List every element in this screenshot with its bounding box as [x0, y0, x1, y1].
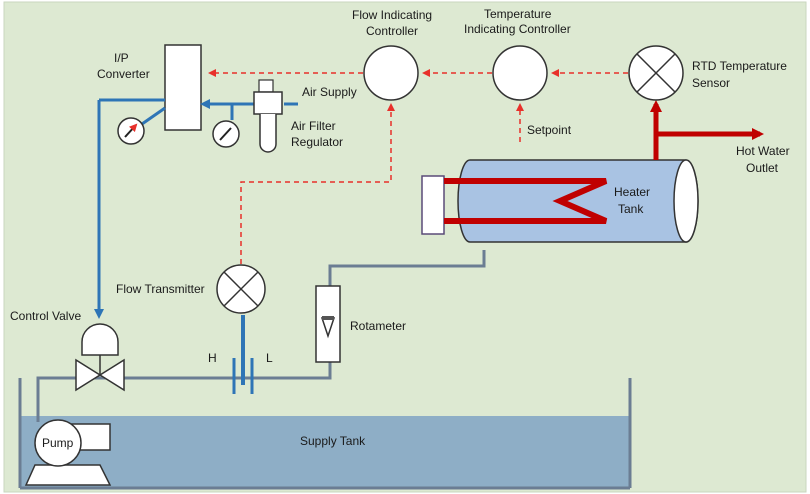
- flow-controller-label-line2: Controller: [366, 24, 418, 38]
- heater-tank-label-line1: Heater: [614, 185, 650, 199]
- pump: [24, 419, 112, 486]
- air-filter-regulator: [253, 79, 283, 153]
- rotameter-label: Rotameter: [350, 319, 406, 333]
- flow-transmitter-label: Flow Transmitter: [116, 282, 205, 296]
- filter-pressure-gauge: [212, 120, 240, 148]
- rtd-temperature-sensor: [628, 45, 684, 101]
- control-valve: [75, 323, 125, 392]
- rotameter: [315, 285, 341, 363]
- flow-controller: [363, 45, 419, 101]
- heater-element: [444, 178, 608, 224]
- heater-tank-label-line2: Tank: [618, 202, 644, 216]
- setpoint-label: Setpoint: [527, 123, 572, 137]
- air-filter-label-line2: Regulator: [291, 135, 343, 149]
- rtd-sensor-label-line1: RTD Temperature: [692, 59, 787, 73]
- temperature-controller-label-line1: Temperature: [484, 7, 552, 21]
- flow-controller-label-line1: Flow Indicating: [352, 8, 432, 22]
- pump-label: Pump: [42, 436, 74, 450]
- temperature-controller: [492, 45, 548, 101]
- temperature-controller-label-line2: Indicating Controller: [464, 22, 571, 36]
- orifice-high-label: H: [208, 351, 217, 365]
- orifice-plate: [232, 315, 254, 394]
- ip-pressure-gauge: [117, 117, 145, 145]
- air-lines: [94, 98, 298, 319]
- signal-lines: [208, 69, 628, 264]
- flow-transmitter: [216, 264, 266, 314]
- air-supply-label: Air Supply: [302, 85, 357, 99]
- rtd-sensor-label-line2: Sensor: [692, 76, 730, 90]
- hot-water-outlet-label-line2: Outlet: [746, 161, 779, 175]
- ip-converter: [164, 44, 202, 131]
- orifice-low-label: L: [266, 351, 273, 365]
- supply-tank-label: Supply Tank: [300, 434, 366, 448]
- control-valve-label: Control Valve: [10, 309, 81, 323]
- hot-water-outlet-label-line1: Hot Water: [736, 144, 790, 158]
- ip-converter-label-line2: Converter: [97, 67, 150, 81]
- ip-converter-label-line1: I/P: [114, 51, 129, 65]
- air-filter-label-line1: Air Filter: [291, 119, 336, 133]
- supply-tank: [18, 378, 632, 490]
